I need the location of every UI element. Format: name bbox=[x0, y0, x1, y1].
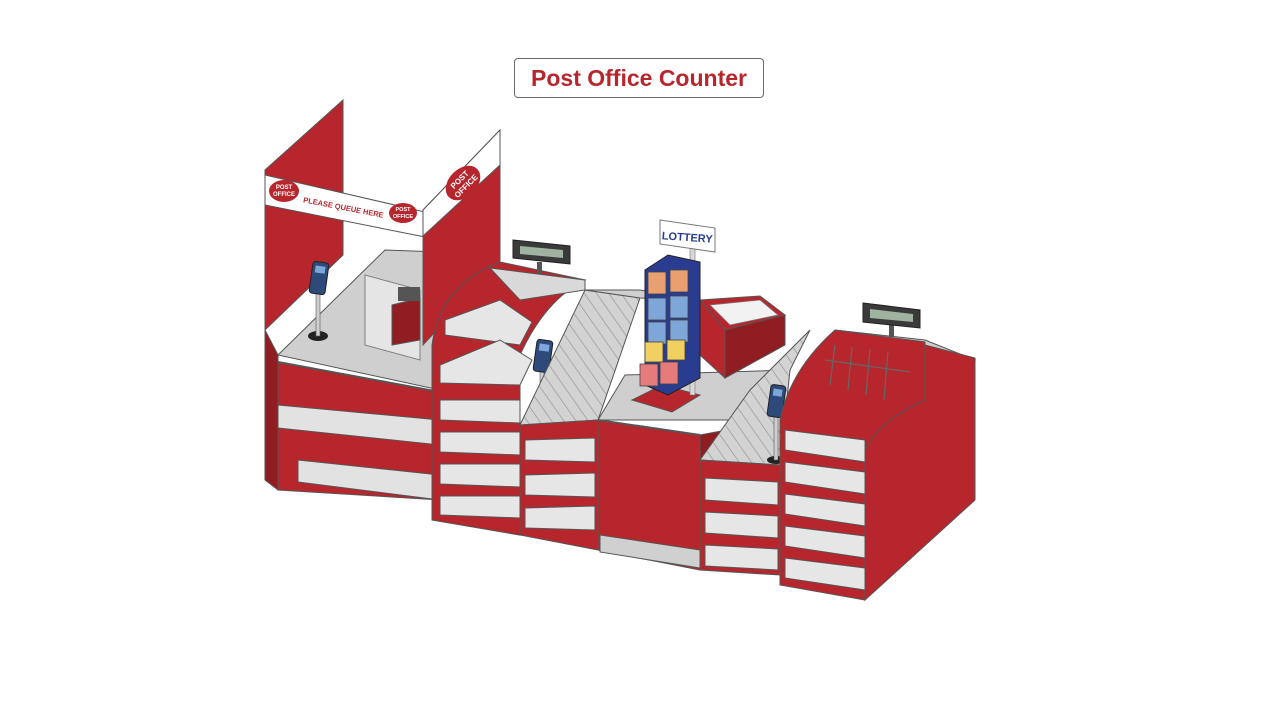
card-terminal-icon bbox=[308, 260, 330, 341]
shelving-unit-left bbox=[431, 239, 587, 536]
till-icon bbox=[391, 287, 421, 346]
diagram-title-box: Post Office Counter bbox=[514, 58, 764, 98]
left-counter-unit: POST OFFICE PLEASE QUEUE HERE POST OFFIC… bbox=[264, 98, 501, 501]
customer-display-icon bbox=[512, 239, 571, 274]
customer-display-icon-2 bbox=[862, 302, 921, 337]
lottery-sign-text: LOTTERY bbox=[661, 230, 713, 246]
svg-text:POST: POST bbox=[276, 185, 293, 191]
svg-text:POST: POST bbox=[396, 207, 412, 213]
post-office-logo-left: POST OFFICE bbox=[269, 180, 299, 202]
post-office-logo-mid: POST OFFICE bbox=[389, 203, 417, 223]
svg-text:OFFICE: OFFICE bbox=[273, 192, 295, 198]
till-icon-2 bbox=[698, 295, 787, 380]
diagram-title: Post Office Counter bbox=[531, 64, 747, 91]
shelving-unit-right bbox=[779, 302, 977, 602]
svg-text:OFFICE: OFFICE bbox=[393, 214, 413, 220]
lottery-stand-icon: LOTTERY bbox=[630, 219, 716, 413]
